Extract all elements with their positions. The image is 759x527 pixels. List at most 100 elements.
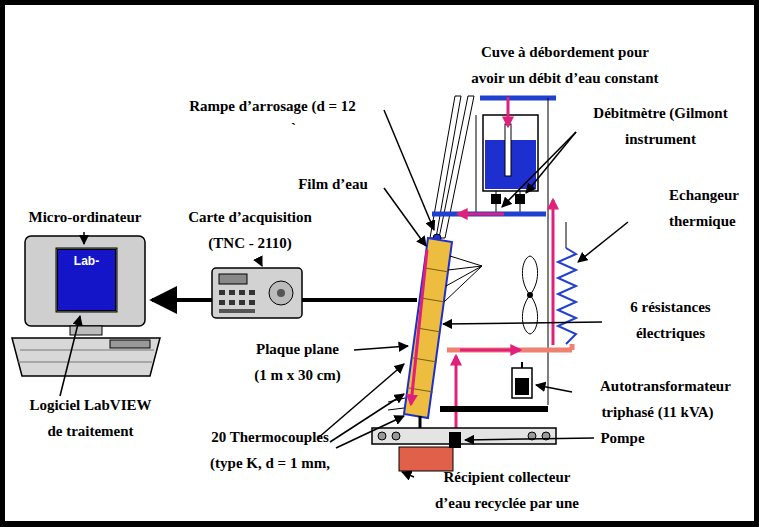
acquisition-card — [219, 300, 225, 305]
acquisition-card — [219, 274, 247, 284]
thermocouple-label: 20 Thermocouples (type K, d = 1 mm, — [209, 424, 331, 476]
heat-exchanger — [527, 292, 533, 298]
overflow-tank — [505, 124, 511, 176]
overflow-tank — [476, 115, 477, 213]
acquisition-card — [239, 290, 245, 295]
heat-exchanger — [566, 222, 567, 248]
computer — [12, 338, 160, 376]
thermocouple-wires — [388, 256, 482, 410]
tank-label: Cuve à débordement pour avoir un débit d… — [470, 39, 660, 91]
collector-label: Récipient collecteur d’eau recyclée par … — [434, 464, 580, 516]
heat-exchanger — [522, 295, 537, 334]
autotransformer — [515, 378, 529, 395]
overflow-tank — [515, 194, 525, 204]
heat-exchanger — [522, 256, 537, 295]
heater-label: 6 résistances électriques — [629, 294, 712, 346]
film-label: Film d’eau — [297, 171, 369, 197]
base-frame — [419, 416, 422, 428]
computer — [70, 326, 102, 335]
heated-plate — [404, 238, 452, 418]
spray-label: Rampe d’arrosage (d = 12 — [188, 93, 357, 119]
flowmeter-label: Débitmètre (Gilmont instrument — [593, 100, 728, 152]
flowmeter-line — [548, 98, 553, 405]
overflow-tank — [480, 96, 556, 101]
heated-plate — [425, 268, 449, 272]
supply-pipe — [432, 212, 546, 217]
thermocouple-wires — [450, 256, 482, 266]
leader-lines — [336, 416, 404, 448]
pump-label: Pompe — [599, 425, 646, 451]
spray-tubes — [439, 96, 474, 238]
return-pipe — [570, 344, 575, 350]
transformer-label: Autotransformateur triphasé (11 kVA) — [600, 373, 715, 425]
spray-tubes — [430, 96, 474, 242]
acquisition-card — [229, 290, 235, 295]
base-frame — [399, 447, 453, 471]
computer-label: Micro-ordinateur — [27, 204, 143, 230]
base-frame — [392, 432, 400, 440]
computer — [56, 248, 117, 312]
thermocouple-wires — [388, 408, 404, 410]
autotransformer — [440, 406, 548, 412]
screen-text: Lab- — [58, 250, 115, 268]
leader-lines — [330, 394, 404, 442]
return-pipe — [447, 344, 572, 440]
autotransformer — [521, 362, 523, 368]
heated-plate — [421, 298, 445, 302]
leader-lines — [384, 188, 426, 246]
acquisition-card — [249, 300, 255, 305]
screen-box: Lab- — [57, 249, 116, 311]
leader-lines — [60, 110, 628, 477]
acquisition-card — [239, 300, 245, 305]
computer — [20, 350, 154, 351]
base-frame — [372, 416, 556, 471]
acquisition-card — [219, 309, 255, 313]
thermocouple-wires — [444, 266, 482, 302]
acquisition-card — [212, 268, 302, 318]
autotransformer — [440, 362, 548, 412]
leader-lines — [83, 232, 85, 244]
base-frame — [378, 432, 386, 440]
computer — [12, 236, 160, 376]
acquisition-card — [219, 290, 225, 295]
leader-lines — [60, 316, 80, 396]
heated-plate — [404, 238, 452, 418]
heated-plate — [411, 250, 427, 404]
autotransformer — [512, 368, 532, 398]
leader-lines — [526, 132, 576, 193]
overflow-tank — [476, 97, 556, 213]
supply-pipe — [458, 213, 504, 216]
acquisition-card — [269, 281, 293, 305]
overflow-tank — [507, 97, 510, 126]
base-frame — [372, 428, 556, 444]
leader-lines — [465, 438, 594, 440]
acquisition-card — [229, 300, 235, 305]
return-pipe — [460, 349, 520, 352]
heat-exchanger — [522, 222, 576, 344]
flowmeter-line — [548, 98, 549, 405]
card-label: Carte d’acquisition (TNC - 2110) — [187, 204, 313, 256]
base-frame — [449, 432, 461, 448]
overflow-tank — [491, 194, 501, 204]
exchanger-label: Echangeur thermique — [669, 182, 681, 234]
leader-lines — [384, 110, 434, 230]
acquisition-card — [212, 268, 302, 318]
leader-lines — [258, 258, 262, 266]
stray-mark: ` — [290, 115, 297, 141]
leader-lines — [443, 322, 602, 324]
supply-pipe — [432, 214, 546, 215]
computer — [18, 362, 152, 363]
leader-lines — [402, 472, 414, 477]
computer — [110, 340, 150, 348]
heat-exchanger — [558, 248, 576, 344]
computer — [25, 236, 145, 326]
leader-lines — [502, 132, 576, 207]
software-label: Logiciel LabVIEW de traitement — [28, 392, 153, 444]
leader-lines — [578, 222, 628, 262]
return-pipe — [447, 348, 572, 353]
leader-lines — [354, 346, 408, 350]
acquisition-card — [249, 290, 255, 295]
leader-lines — [536, 385, 572, 392]
acquisition-card — [277, 289, 285, 297]
